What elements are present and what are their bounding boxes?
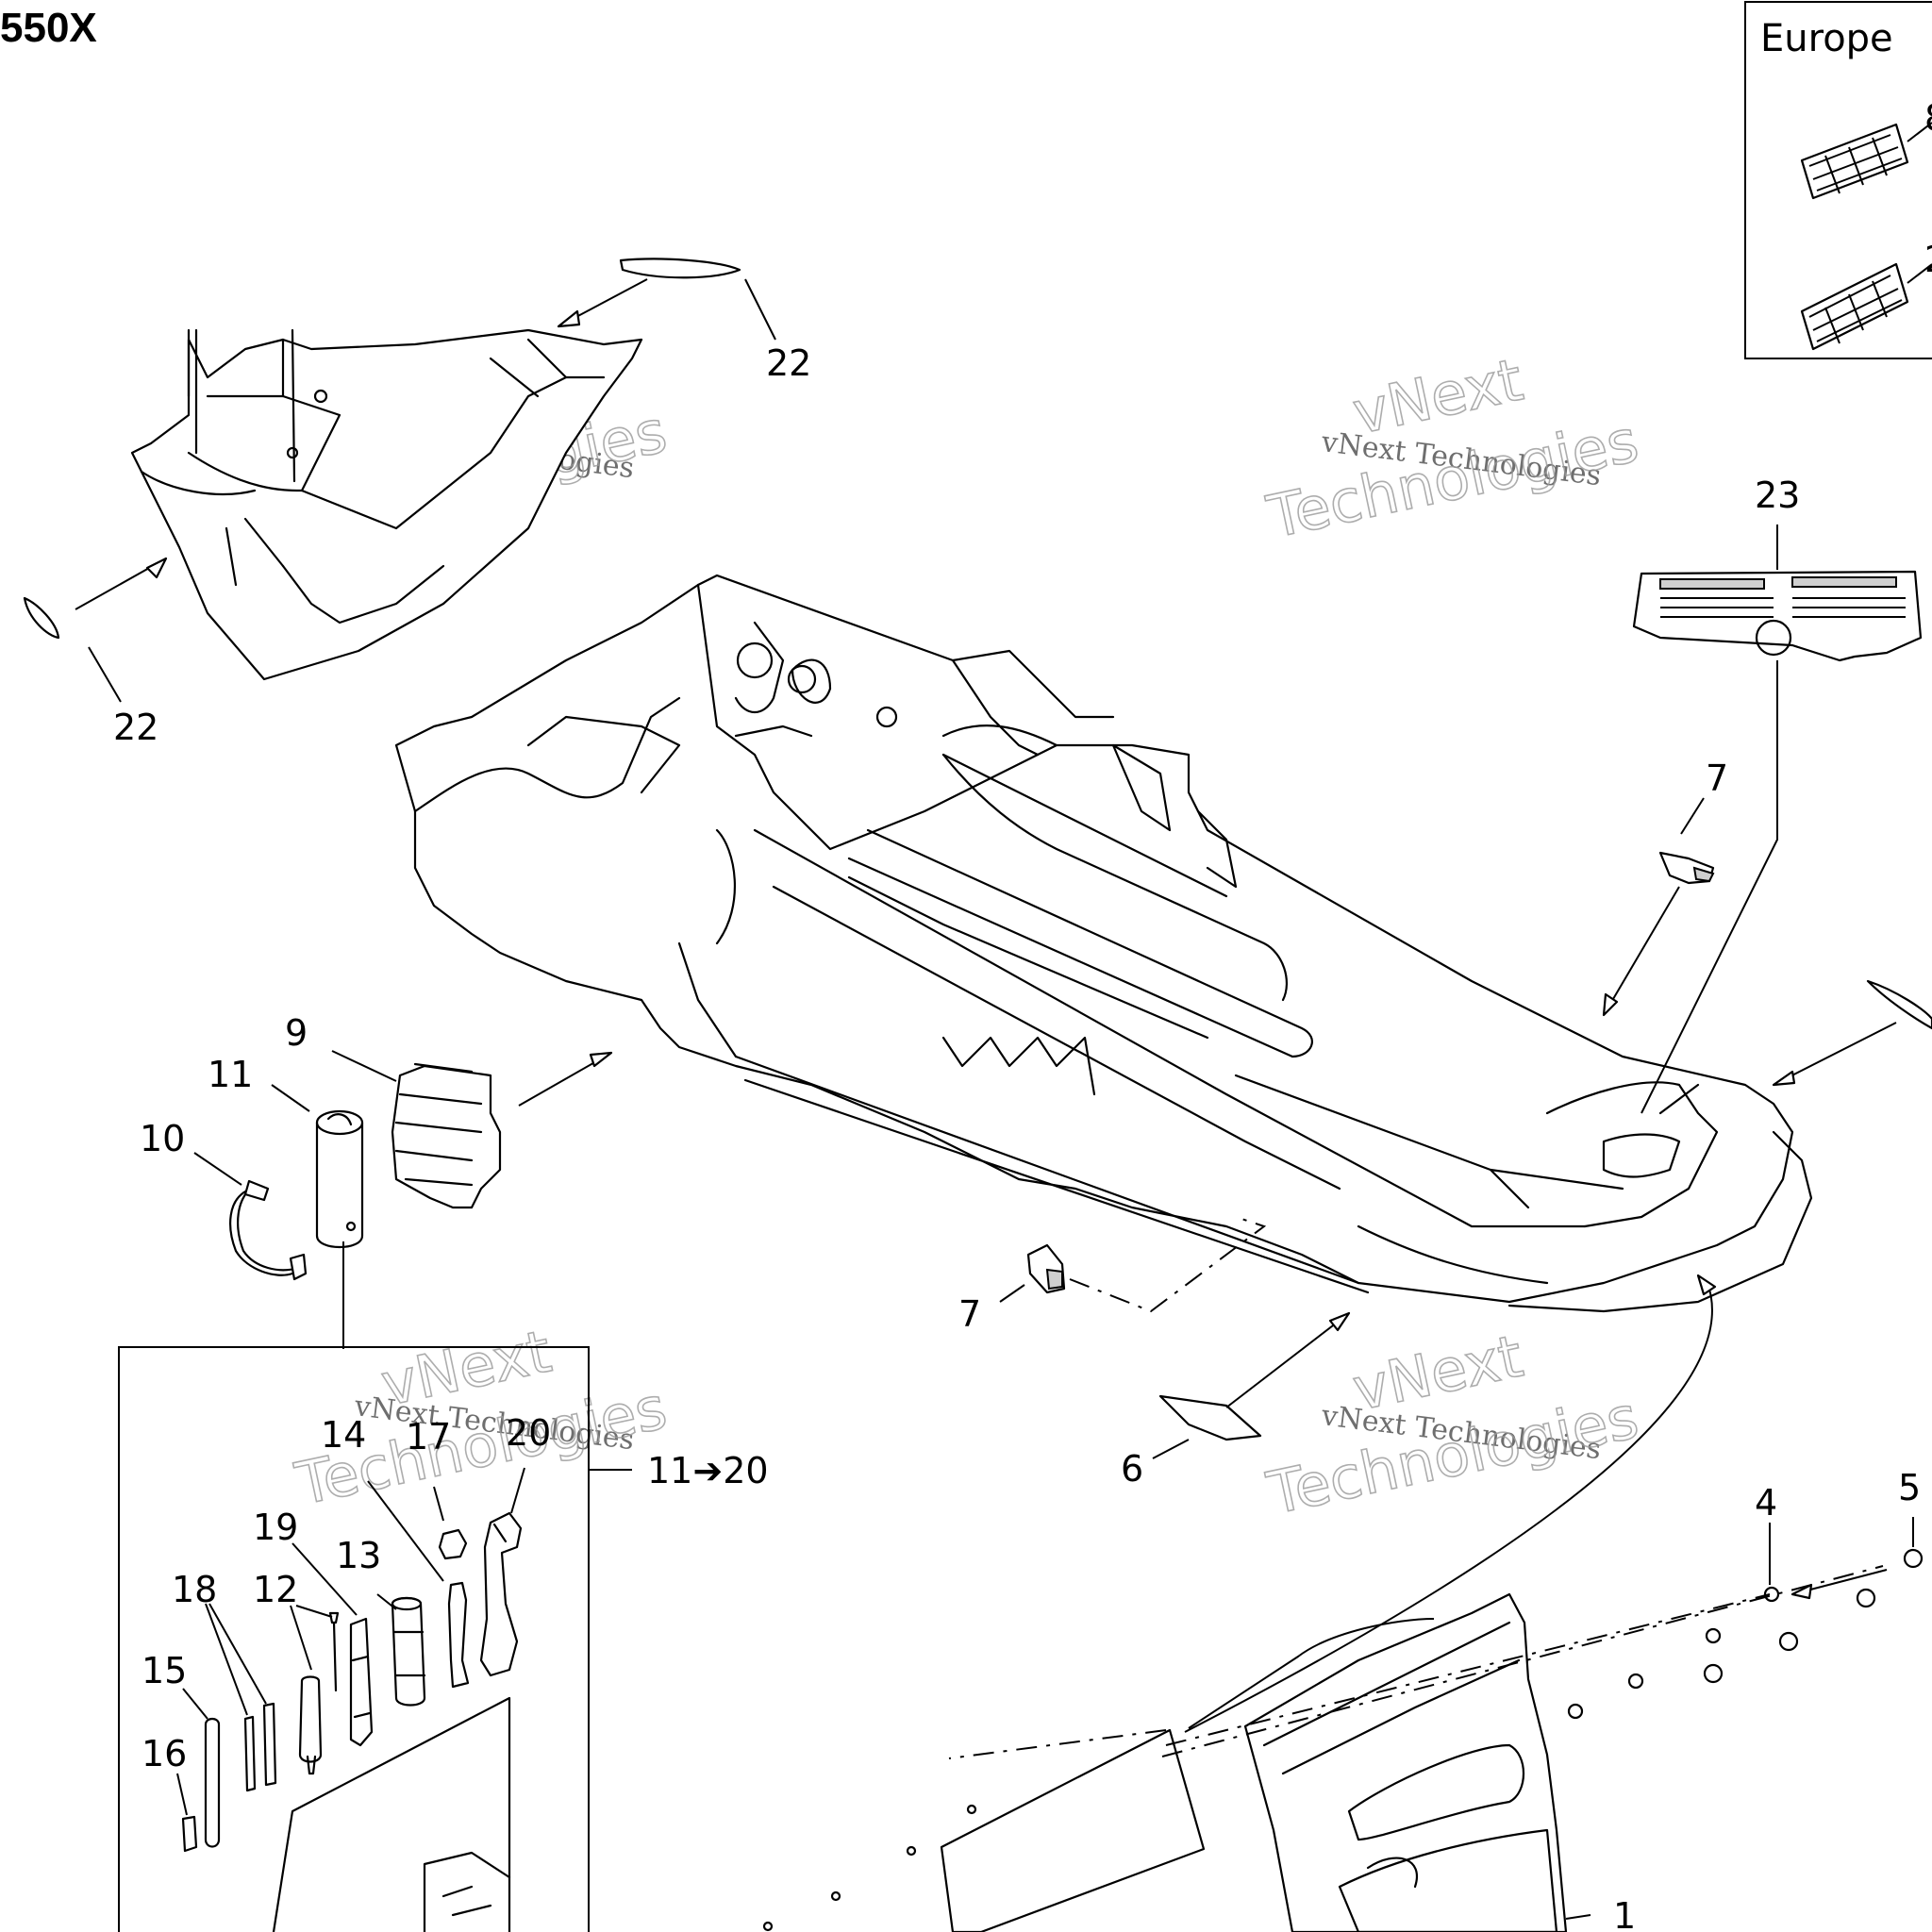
- tool-part-16: [181, 1815, 198, 1853]
- arrow-line: [1603, 886, 1680, 1016]
- grille-plate-icon: [1800, 123, 1909, 200]
- arrow-head: [1772, 1070, 1796, 1087]
- leader-line: [193, 1152, 242, 1186]
- callout-20: 20: [506, 1412, 551, 1454]
- plate-panel: [940, 1728, 1206, 1932]
- callout-10: 10: [140, 1118, 185, 1159]
- leader-line: [744, 278, 776, 341]
- callout-18: 18: [172, 1569, 217, 1610]
- dash-line: [1165, 1593, 1771, 1746]
- callout-2: 2: [1924, 239, 1932, 280]
- decal-part-6: [1158, 1394, 1262, 1441]
- arrow-head: [145, 557, 168, 579]
- leader-line: [1680, 797, 1705, 835]
- callout-19: 19: [253, 1507, 298, 1548]
- nose-cone-part: [130, 328, 643, 681]
- callout-17: 17: [406, 1416, 451, 1457]
- callout-22: 22: [766, 342, 811, 384]
- fastener-4: [1567, 1586, 1780, 1720]
- callout-1: 1: [1613, 1895, 1636, 1932]
- battery-cover-part-9: [391, 1062, 502, 1209]
- leader-line: [1188, 1618, 1435, 1729]
- leader-line: [331, 1050, 397, 1082]
- arrow-head: [1790, 1583, 1813, 1600]
- callout-13: 13: [336, 1535, 381, 1576]
- fastener-small: [762, 1804, 977, 1932]
- callout-16: 16: [142, 1733, 187, 1774]
- europe-inset: Europe 8 2: [1744, 1, 1932, 359]
- arrow-line: [1225, 1312, 1350, 1408]
- tool-part-19: [349, 1617, 374, 1747]
- grille-plate-icon: [1800, 262, 1909, 351]
- tool-part-12: [298, 1611, 340, 1775]
- callout-7: 7: [1706, 758, 1728, 799]
- callout-15: 15: [142, 1650, 187, 1691]
- fastener-5: [1703, 1548, 1924, 1684]
- leader-line: [1152, 1439, 1190, 1459]
- watermark-outline: vNext: [1347, 1322, 1528, 1424]
- decal-22-upper: [619, 258, 741, 279]
- warning-decal: [1632, 570, 1923, 662]
- hood-panel: [1243, 1592, 1568, 1932]
- arrow-head: [1328, 1311, 1351, 1332]
- dash-line: [948, 1729, 1167, 1759]
- arrow-head: [1602, 992, 1619, 1017]
- callout-4: 4: [1755, 1482, 1777, 1524]
- callout-kit-range: 11➔20: [647, 1450, 769, 1491]
- arrow-head: [1696, 1274, 1717, 1296]
- tool-part-14: [447, 1581, 470, 1689]
- leader-line: [999, 1284, 1025, 1303]
- arrow-head: [589, 1051, 613, 1068]
- diagram-title: 550X: [0, 5, 97, 51]
- tool-kit-box: [118, 1346, 590, 1932]
- arrow-line: [1773, 1022, 1897, 1086]
- callout-12: 12: [253, 1569, 298, 1610]
- leader-line: [1641, 660, 1778, 1114]
- watermark-outline: vNext: [1347, 345, 1528, 448]
- callout-23: 23: [1755, 475, 1800, 516]
- chassis-frame: [394, 574, 1813, 1313]
- tool-leaders: [176, 1467, 525, 1816]
- tool-bag: [272, 1696, 511, 1932]
- callout-11: 11: [208, 1054, 253, 1095]
- arrow-head: [557, 309, 581, 328]
- callout-8: 8: [1924, 97, 1932, 139]
- callout-7: 7: [958, 1293, 981, 1335]
- tool-canister-part-11: [315, 1109, 364, 1248]
- callout-22: 22: [113, 707, 158, 748]
- callout-14: 14: [321, 1414, 366, 1456]
- callout-9: 9: [285, 1012, 308, 1054]
- tool-part-15: [204, 1717, 221, 1848]
- clip-part-7-upper: [1658, 851, 1715, 885]
- strap-part-10: [229, 1179, 308, 1281]
- callout-5: 5: [1898, 1467, 1921, 1508]
- tool-part-20: [479, 1511, 523, 1677]
- dash-line: [1069, 1216, 1267, 1313]
- dash-line: [1161, 1565, 1884, 1757]
- tool-part-17: [438, 1528, 468, 1560]
- callouts: 1 4 5 6 7 7 9 10 11 12 13 14 15 16 17 18…: [113, 342, 1921, 1932]
- callout-6: 6: [1121, 1448, 1143, 1490]
- leader-line: [1565, 1914, 1591, 1920]
- leader-line: [271, 1084, 310, 1112]
- tool-part-18: [243, 1702, 277, 1792]
- leader-line: [88, 646, 122, 703]
- inset-region-label: Europe: [1760, 17, 1893, 60]
- tool-part-13: [391, 1596, 426, 1707]
- clip-part-7-lower: [1026, 1243, 1066, 1294]
- leader-line: [1184, 1282, 1713, 1733]
- side-decal-right: [1866, 979, 1932, 1030]
- decal-22-lower: [23, 596, 60, 640]
